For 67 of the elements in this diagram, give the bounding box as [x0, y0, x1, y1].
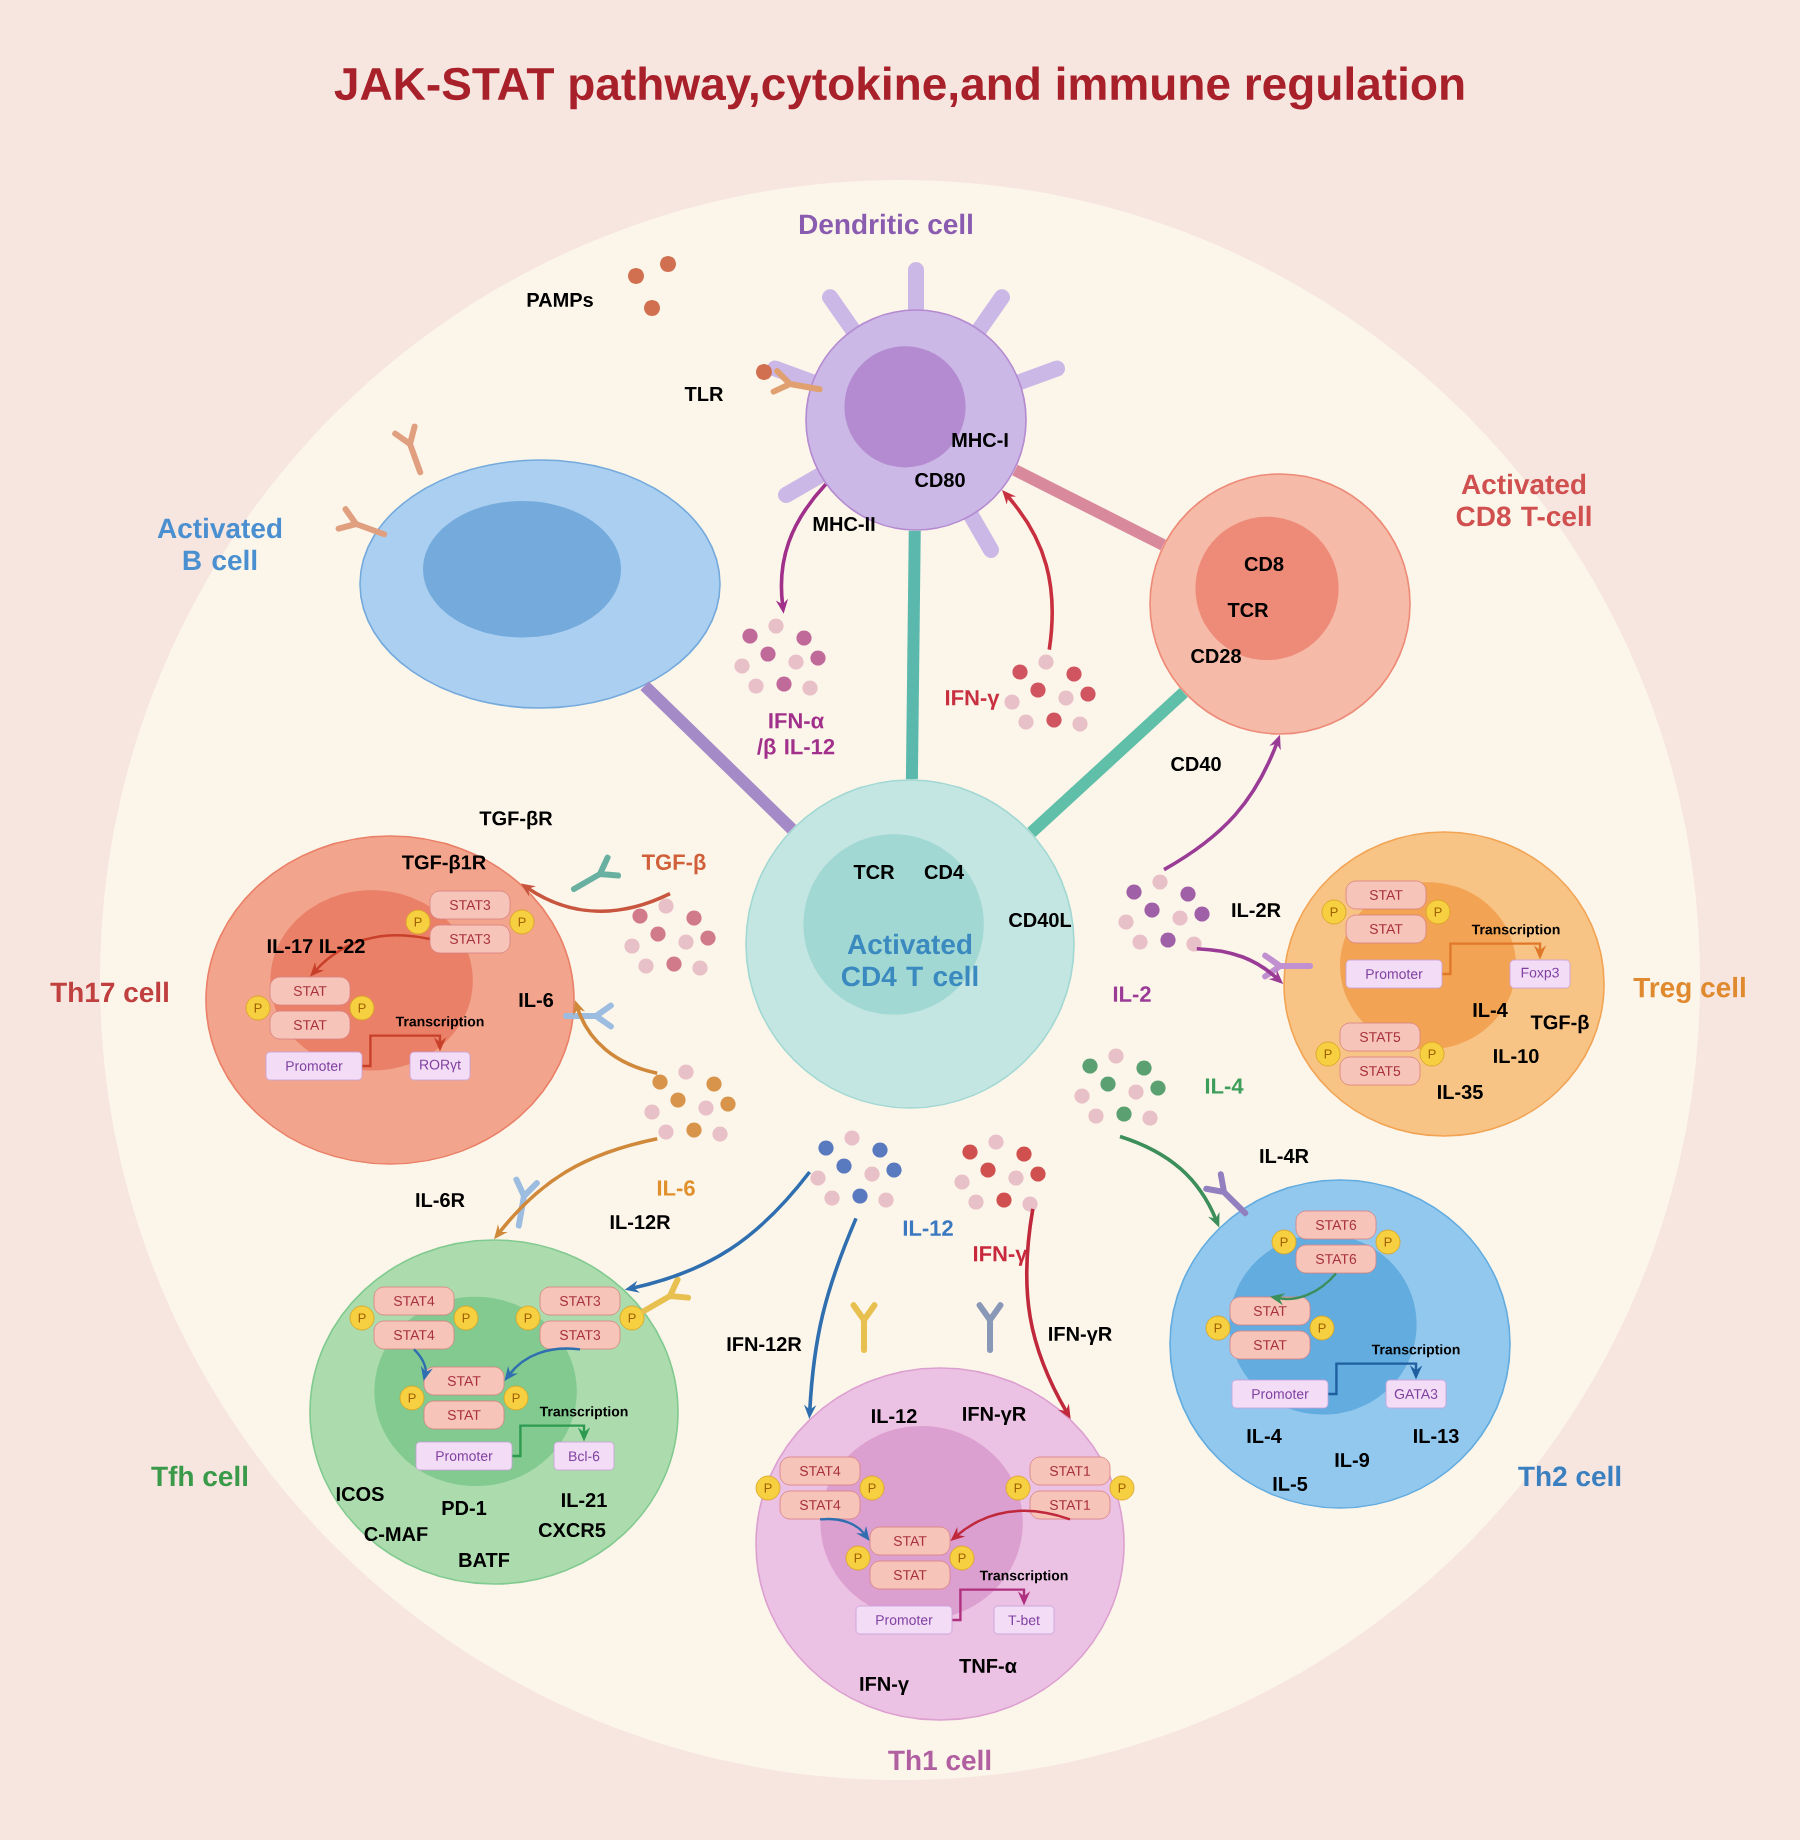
molecule-label: IL-12 — [872, 1409, 917, 1423]
molecule-label: IL-4R — [1260, 1149, 1309, 1163]
molecule-label: PD-1 — [442, 1501, 487, 1515]
receptor-bond — [640, 681, 797, 834]
node-label: Treg cell — [1633, 976, 1745, 1004]
molecule-label: IL-21 — [562, 1493, 607, 1507]
molecule-label: TGF-β1R — [402, 854, 486, 874]
receptor-bond — [1012, 464, 1166, 551]
node-label: Th1 cell — [888, 1749, 991, 1771]
molecule-label: IFN-12R — [727, 1337, 802, 1351]
node-label: Activated B cell — [157, 517, 282, 571]
node-label: Th17 cell — [50, 981, 168, 1003]
molecule-label: IFN-γR — [963, 1407, 1026, 1425]
molecule-label: IL-9 — [1335, 1452, 1370, 1468]
node-label: Tfh cell — [151, 1465, 248, 1487]
molecule-label: CXCR5 — [538, 1522, 606, 1538]
cytokine-label: IL-2 — [1113, 986, 1151, 1002]
transcription-arrow — [1328, 1362, 1423, 1396]
molecule-label: IL-6R — [416, 1192, 465, 1208]
transcription-arrow — [362, 1034, 447, 1068]
cytokine-label: IFN-γ — [946, 690, 1000, 710]
molecule-label: IL-10 — [1494, 1048, 1539, 1064]
molecule-label: CD40L — [1009, 912, 1072, 928]
molecule-label: IL-12R — [610, 1215, 671, 1229]
molecule-label: IL-6 — [519, 992, 554, 1008]
molecule-label: TCR — [1227, 602, 1269, 618]
molecule-label: IL-5 — [1273, 1477, 1308, 1491]
transcription-arrow — [952, 1588, 1031, 1622]
molecule-label: TGF-βR — [479, 810, 553, 830]
molecule-label: IFN-γ — [860, 1677, 909, 1695]
molecule-label: CD8 — [1244, 556, 1284, 572]
cytokine-label: TGF-β — [641, 853, 706, 875]
cytokine-label: IL-4 — [1205, 1078, 1244, 1094]
molecule-label: BATF — [459, 1553, 510, 1567]
receptor-bond — [1027, 688, 1188, 837]
molecule-label: CD40 — [1171, 756, 1221, 772]
node-label: Th2 cell — [1518, 1465, 1621, 1487]
molecule-label: IFN-γR — [1049, 1327, 1112, 1345]
cytokine-label: IL-6 — [657, 1180, 695, 1196]
molecule-label: MHC-I — [952, 432, 1008, 448]
molecule-label: CD80 — [915, 472, 965, 488]
molecule-label: IL-4 — [1473, 1003, 1508, 1017]
molecule-label: TNF-α — [959, 1659, 1017, 1673]
molecule-label: CD4 — [924, 864, 964, 880]
molecule-label: PAMPs — [527, 293, 593, 307]
molecule-label: IL-2R — [1232, 903, 1281, 917]
molecule-label: ICOS — [336, 1486, 384, 1502]
molecule-label: IL-13 — [1414, 1428, 1459, 1444]
cytokine-label: IFN-α /β IL-12 — [757, 713, 835, 759]
molecule-label: IL-17 IL-22 — [267, 939, 365, 953]
cell: Activated B cell — [157, 459, 721, 709]
title: JAK-STAT pathway,cytokine,and immune regulation — [334, 66, 1464, 110]
receptor-bond — [905, 530, 921, 780]
molecule-label: IL-4 — [1247, 1429, 1282, 1443]
transcription-arrow — [512, 1424, 591, 1458]
transcription-arrow — [1442, 942, 1547, 976]
molecule-label: CD28 — [1191, 648, 1241, 664]
node-label: Activated CD8 T-cell — [1456, 473, 1591, 527]
cytokine-label: IFN-γ — [974, 1246, 1028, 1266]
molecule-label: IL-35 — [1438, 1084, 1483, 1100]
molecule-label: TCR — [853, 864, 895, 880]
molecule-label: MHC-II — [813, 516, 875, 532]
node-label: Dendritic cell — [799, 213, 972, 235]
molecule-label: TLR — [684, 387, 724, 401]
cytokine-label: IL-12 — [903, 1220, 953, 1236]
molecule-label: C-MAF — [364, 1526, 428, 1542]
molecule-label: TGF-β — [1530, 1014, 1589, 1034]
